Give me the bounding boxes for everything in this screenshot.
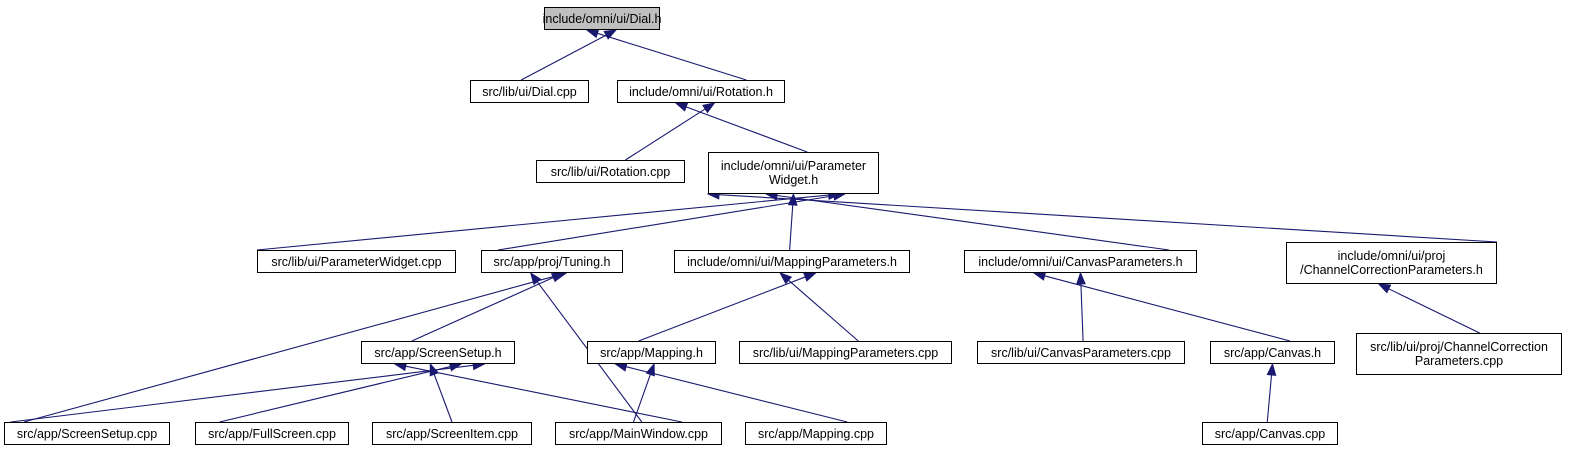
- node-include-omni-ui-canvasparameters-h[interactable]: include/omni/ui/CanvasParameters.h: [964, 250, 1197, 273]
- arrowhead-mapping_h-to-mappingparams_h: [803, 272, 817, 282]
- node-src-lib-ui-mappingparameters-cpp[interactable]: src/lib/ui/MappingParameters.cpp: [739, 341, 952, 364]
- edge-screensetup_cpp-to-tuning_h: [23, 275, 556, 423]
- node-src-app-proj-tuning-h[interactable]: src/app/proj/Tuning.h: [481, 250, 623, 273]
- edge-chancorr_cpp-to-chancorr_h: [1388, 288, 1480, 334]
- edge-screensetup_h-to-tuning_h: [411, 277, 554, 342]
- edge-canvasparams_cpp-to-canvasparams_h: [1080, 283, 1084, 342]
- arrowhead-chancorr_cpp-to-chancorr_h: [1377, 283, 1392, 294]
- edge-mainwindow_cpp-to-screensetup_h: [405, 365, 683, 423]
- edge-screensetup_cpp-to-screensetup_h: [10, 364, 474, 423]
- node-include-omni-ui-dial-h: include/omni/ui/Dial.h: [543, 7, 661, 30]
- edge-dial_cpp-to-dial_h: [520, 34, 607, 81]
- arrowhead-rotation_cpp-to-rotation_h: [702, 102, 716, 114]
- node-src-app-screenitem-cpp[interactable]: src/app/ScreenItem.cpp: [372, 422, 532, 445]
- edge-canvas_h-to-canvasparams_h: [1044, 275, 1291, 342]
- arrowhead-screensetup_h-to-tuning_h: [550, 272, 565, 283]
- node-src-lib-ui-canvasparameters-cpp[interactable]: src/lib/ui/CanvasParameters.cpp: [977, 341, 1185, 364]
- node-src-app-canvas-h[interactable]: src/app/Canvas.h: [1210, 341, 1335, 364]
- node-src-lib-ui-parameterwidget-cpp[interactable]: src/lib/ui/ParameterWidget.cpp: [257, 250, 456, 273]
- node-src-lib-ui-dial-cpp[interactable]: src/lib/ui/Dial.cpp: [470, 80, 589, 103]
- edge-rotation_h-to-dial_h: [597, 32, 747, 81]
- edge-chancorr_h-to-paramwidget_h: [718, 194, 1498, 243]
- edge-rotation_cpp-to-rotation_h: [625, 108, 706, 161]
- edge-mapping_h-to-mappingparams_h: [638, 276, 806, 342]
- node-include-omni-ui-rotation-h[interactable]: include/omni/ui/Rotation.h: [617, 80, 785, 103]
- edge-paramwidget_cpp-to-paramwidget_h: [256, 194, 829, 251]
- edge-canvasparams_h-to-paramwidget_h: [776, 194, 1170, 251]
- edge-mainwindow_cpp-to-mapping_h: [632, 374, 651, 423]
- arrowhead-paramwidget_h-to-rotation_h: [674, 102, 689, 112]
- node-src-app-screensetup-cpp[interactable]: src/app/ScreenSetup.cpp: [4, 422, 170, 445]
- node-src-app-mapping-h[interactable]: src/app/Mapping.h: [587, 341, 716, 364]
- edge-fullscreen_cpp-to-screensetup_h: [219, 366, 451, 423]
- node-src-app-fullscreen-cpp[interactable]: src/app/FullScreen.cpp: [195, 422, 349, 445]
- arrowhead-mainwindow_cpp-to-tuning_h: [529, 271, 542, 286]
- arrowhead-canvas_cpp-to-canvas_h: [1266, 362, 1277, 376]
- edge-tuning_h-to-paramwidget_h: [497, 195, 835, 251]
- node-src-app-mainwindow-cpp[interactable]: src/app/MainWindow.cpp: [555, 422, 722, 445]
- node-src-lib-ui-rotation-cpp[interactable]: src/lib/ui/Rotation.cpp: [536, 160, 685, 183]
- arrowhead-rotation_h-to-dial_h: [585, 28, 600, 39]
- node-src-lib-ui-proj-channelcorrectionparameters-cpp[interactable]: src/lib/ui/proj/ChannelCorrection Parame…: [1356, 333, 1562, 375]
- node-src-app-mapping-cpp[interactable]: src/app/Mapping.cpp: [745, 422, 887, 445]
- arrowhead-canvasparams_cpp-to-canvasparams_h: [1076, 271, 1086, 285]
- edge-paramwidget_h-to-rotation_h: [685, 106, 808, 153]
- edge-mappingparams_cpp-to-mappingparams_h: [788, 279, 859, 342]
- node-include-omni-ui-proj-channelcorrectionparameters-h[interactable]: include/omni/ui/proj /ChannelCorrectionP…: [1286, 242, 1497, 284]
- arrowhead-mappingparams_cpp-to-mappingparams_h: [779, 272, 793, 285]
- edge-mappingparams_h-to-paramwidget_h: [789, 204, 794, 251]
- edge-mapping_cpp-to-mapping_h: [625, 366, 848, 423]
- node-include-omni-ui-parameterwidget-h[interactable]: include/omni/ui/Parameter Widget.h: [708, 152, 879, 194]
- node-include-omni-ui-mappingparameters-h[interactable]: include/omni/ui/MappingParameters.h: [674, 250, 910, 273]
- node-src-app-canvas-cpp[interactable]: src/app/Canvas.cpp: [1202, 422, 1338, 445]
- edge-canvas_cpp-to-canvas_h: [1266, 374, 1273, 423]
- node-src-app-screensetup-h[interactable]: src/app/ScreenSetup.h: [361, 341, 515, 364]
- edge-screenitem_cpp-to-screensetup_h: [433, 374, 453, 423]
